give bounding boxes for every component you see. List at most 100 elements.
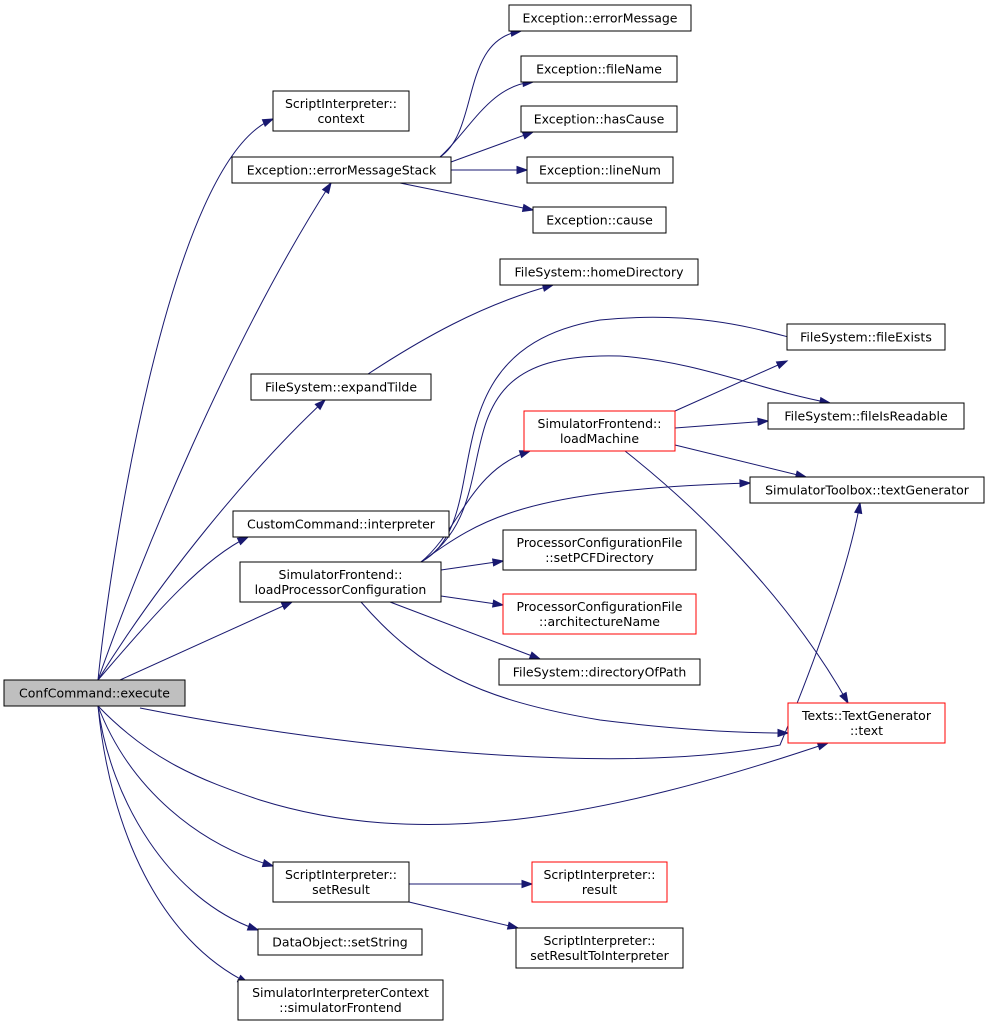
node-si_setres[interactable]: ScriptInterpreter::setResult	[272, 861, 410, 903]
arrowhead-sf_loadm-to-fs_readable	[757, 417, 770, 426]
node-label: ::text	[850, 723, 883, 738]
node-tg_text[interactable]: Texts::TextGenerator::text	[787, 702, 946, 744]
node-label: setResult	[312, 882, 370, 897]
node-box[interactable]	[515, 927, 684, 969]
node-label: FileSystem::fileIsReadable	[784, 409, 948, 424]
node-st_textgen[interactable]: SimulatorToolbox::textGenerator	[749, 476, 985, 504]
node-box[interactable]	[502, 529, 697, 571]
node-box[interactable]	[767, 402, 965, 430]
call-edges	[97, 28, 863, 984]
arrowhead-ex_ems-to-ex_hc	[521, 131, 535, 140]
edge-sf_lpc-to-fs_readable	[420, 355, 831, 563]
arrowhead-sf_lpc-to-fs_dop	[528, 651, 542, 660]
node-label: SimulatorToolbox::textGenerator	[765, 483, 970, 498]
edge-root-to-si_context	[97, 118, 274, 681]
edge-sf_lpc-to-fs_dop	[389, 601, 541, 660]
edge-sf_lpc-to-tg_text	[360, 601, 789, 734]
edge-fs_tilde-to-fs_home	[367, 284, 554, 375]
node-box[interactable]	[250, 373, 432, 401]
node-label: SimulatorFrontend::	[279, 567, 403, 582]
node-box[interactable]	[231, 156, 452, 184]
node-si_result[interactable]: ScriptInterpreter::result	[531, 861, 668, 903]
arrowhead-root-to-si_context	[261, 118, 275, 127]
node-label: ::setPCFDirectory	[545, 550, 654, 565]
node-label: ConfCommand::execute	[19, 686, 170, 701]
node-box[interactable]	[520, 55, 678, 83]
edge-root-to-st_textgen	[139, 502, 861, 760]
node-do_setstr[interactable]: DataObject::setString	[257, 928, 423, 956]
node-label: Exception::cause	[546, 213, 653, 228]
node-box[interactable]	[272, 861, 410, 903]
node-sf_lpc[interactable]: SimulatorFrontend::loadProcessorConfigur…	[239, 561, 442, 603]
node-box[interactable]	[787, 702, 946, 744]
edge-sf_loadm-to-fs_exists	[674, 360, 788, 412]
node-ex_ln[interactable]: Exception::lineNum	[526, 156, 674, 184]
node-fs_home[interactable]: FileSystem::homeDirectory	[499, 258, 699, 286]
edge-root-to-tg_text	[97, 705, 829, 826]
arrowhead-sf_lpc-to-st_textgen	[739, 479, 752, 488]
node-fs_exists[interactable]: FileSystem::fileExists	[786, 323, 946, 351]
node-ex_cause[interactable]: Exception::cause	[532, 206, 667, 234]
arrowhead-root-to-cc_interp	[236, 536, 250, 546]
node-label: ProcessorConfigurationFile	[517, 599, 683, 614]
node-sf_loadm[interactable]: SimulatorFrontend::loadMachine	[523, 410, 676, 452]
node-box[interactable]	[508, 4, 692, 32]
node-label: ScriptInterpreter::	[543, 867, 655, 882]
node-box[interactable]	[786, 323, 946, 351]
node-pcf_arch[interactable]: ProcessorConfigurationFile::architecture…	[502, 593, 697, 635]
node-box[interactable]	[520, 105, 678, 133]
node-label: ScriptInterpreter::	[543, 933, 655, 948]
edge-root-to-sic_sf	[97, 705, 249, 984]
edge-root-to-fs_tilde	[97, 399, 326, 681]
node-pcf_set[interactable]: ProcessorConfigurationFile::setPCFDirect…	[502, 529, 697, 571]
node-label: ScriptInterpreter::	[285, 867, 397, 882]
node-box[interactable]	[239, 561, 442, 603]
edge-ex_ems-to-ex_cause	[399, 182, 534, 211]
node-fs_dop[interactable]: FileSystem::directoryOfPath	[498, 658, 701, 686]
node-ex_em[interactable]: Exception::errorMessage	[508, 4, 692, 32]
arrowhead-sf_loadm-to-tg_text	[839, 691, 849, 705]
edge-ex_ems-to-ex_hc	[450, 131, 534, 163]
arrowhead-root-to-tg_text	[816, 742, 830, 751]
call-nodes: ConfCommand::execute ScriptInterpreter::c…	[3, 4, 985, 1021]
node-box[interactable]	[232, 510, 450, 538]
arrowhead-root-to-ex_ems	[321, 181, 332, 195]
node-label: Exception::fileName	[536, 62, 662, 77]
node-si_context[interactable]: ScriptInterpreter::context	[272, 90, 410, 132]
arrowhead-ex_ems-to-ex_cause	[521, 203, 535, 213]
node-label: DataObject::setString	[272, 935, 407, 950]
node-label: FileSystem::directoryOfPath	[513, 665, 687, 680]
node-cc_interp[interactable]: CustomCommand::interpreter	[232, 510, 450, 538]
node-box[interactable]	[749, 476, 985, 504]
node-label: ::simulatorFrontend	[279, 1000, 402, 1015]
node-box[interactable]	[531, 861, 668, 903]
node-label: FileSystem::expandTilde	[265, 380, 417, 395]
node-ex_ems[interactable]: Exception::errorMessageStack	[231, 156, 452, 184]
node-box[interactable]	[257, 928, 423, 956]
node-root[interactable]: ConfCommand::execute	[3, 679, 186, 707]
node-box[interactable]	[499, 258, 699, 286]
node-box[interactable]	[532, 206, 667, 234]
node-box[interactable]	[498, 658, 701, 686]
node-label: ScriptInterpreter::	[285, 96, 397, 111]
node-box[interactable]	[3, 679, 186, 707]
node-fs_tilde[interactable]: FileSystem::expandTilde	[250, 373, 432, 401]
edge-root-to-do_setstr	[97, 705, 259, 931]
edge-root-to-cc_interp	[97, 536, 249, 681]
node-box[interactable]	[523, 410, 676, 452]
node-sic_sf[interactable]: SimulatorInterpreterContext::simulatorFr…	[237, 979, 444, 1021]
node-ex_fn[interactable]: Exception::fileName	[520, 55, 678, 83]
arrowhead-root-to-st_textgen	[854, 501, 863, 515]
edge-root-to-si_setres	[97, 705, 274, 867]
node-box[interactable]	[237, 979, 444, 1021]
arrowhead-sf_lpc-to-tg_text	[777, 728, 790, 738]
node-si_setrti[interactable]: ScriptInterpreter::setResultToInterprete…	[515, 927, 684, 969]
node-fs_readable[interactable]: FileSystem::fileIsReadable	[767, 402, 965, 430]
edge-si_setres-to-si_setrti	[408, 901, 519, 929]
node-box[interactable]	[502, 593, 697, 635]
edge-sf_lpc-to-sf_loadm	[420, 450, 531, 563]
node-ex_hc[interactable]: Exception::hasCause	[520, 105, 678, 133]
node-box[interactable]	[272, 90, 410, 132]
node-box[interactable]	[526, 156, 674, 184]
